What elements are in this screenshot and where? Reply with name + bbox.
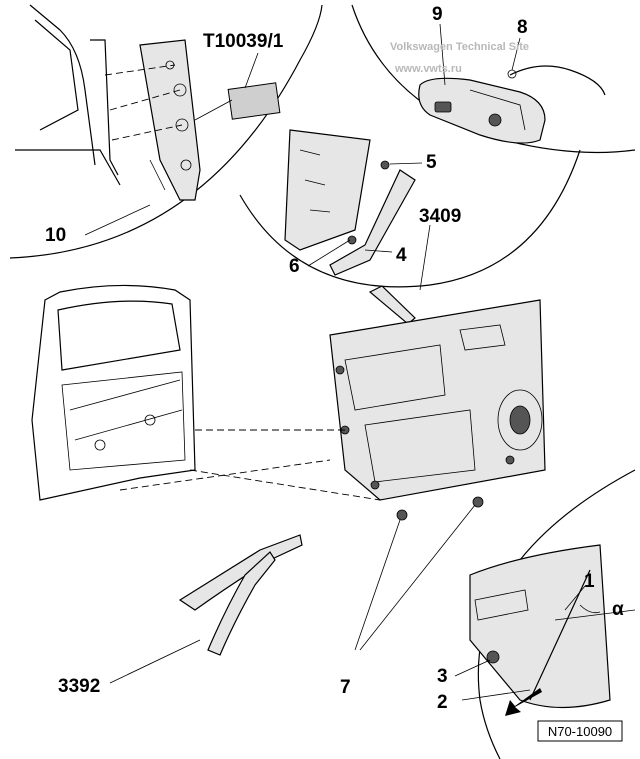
watermark-line-2: www.vwts.ru: [394, 63, 462, 75]
tool-t10039-pad: [227, 82, 281, 120]
callout-7: 7: [340, 677, 351, 698]
callout-2: 2: [437, 692, 448, 713]
callout-3: 3: [437, 666, 448, 687]
tool-3409-wedge: [368, 285, 416, 325]
door-trim-panel: [119, 299, 546, 501]
detail-trim-strip: [284, 129, 416, 325]
detail-door-edge-with-tool: [15, 4, 281, 201]
callout-9: 9: [432, 4, 443, 25]
watermark-line-1: Volkswagen Technical Site: [390, 41, 529, 53]
callout-4: 4: [396, 245, 407, 266]
figure-reference-label: N70-10090: [548, 724, 612, 739]
tool-3392-pliers: [178, 534, 303, 656]
callout-5: 5: [426, 152, 437, 173]
callout-10: 10: [45, 225, 66, 246]
door-shell: [31, 284, 196, 501]
arrow-pull-direction: [505, 688, 542, 716]
leader-lines: [84, 23, 586, 701]
screws-7: [396, 496, 484, 521]
detail-trim-angle: [469, 544, 636, 716]
callout-3392: 3392: [58, 676, 100, 697]
callout-8: 8: [517, 17, 528, 38]
figure-reference: N70-10090: [537, 720, 623, 742]
callout-6: 6: [289, 256, 300, 277]
callout-3409: 3409: [419, 206, 461, 227]
callout-alpha: α: [612, 599, 624, 620]
callout-1: 1: [584, 571, 595, 592]
callout-t10039: T10039/1: [203, 31, 284, 52]
